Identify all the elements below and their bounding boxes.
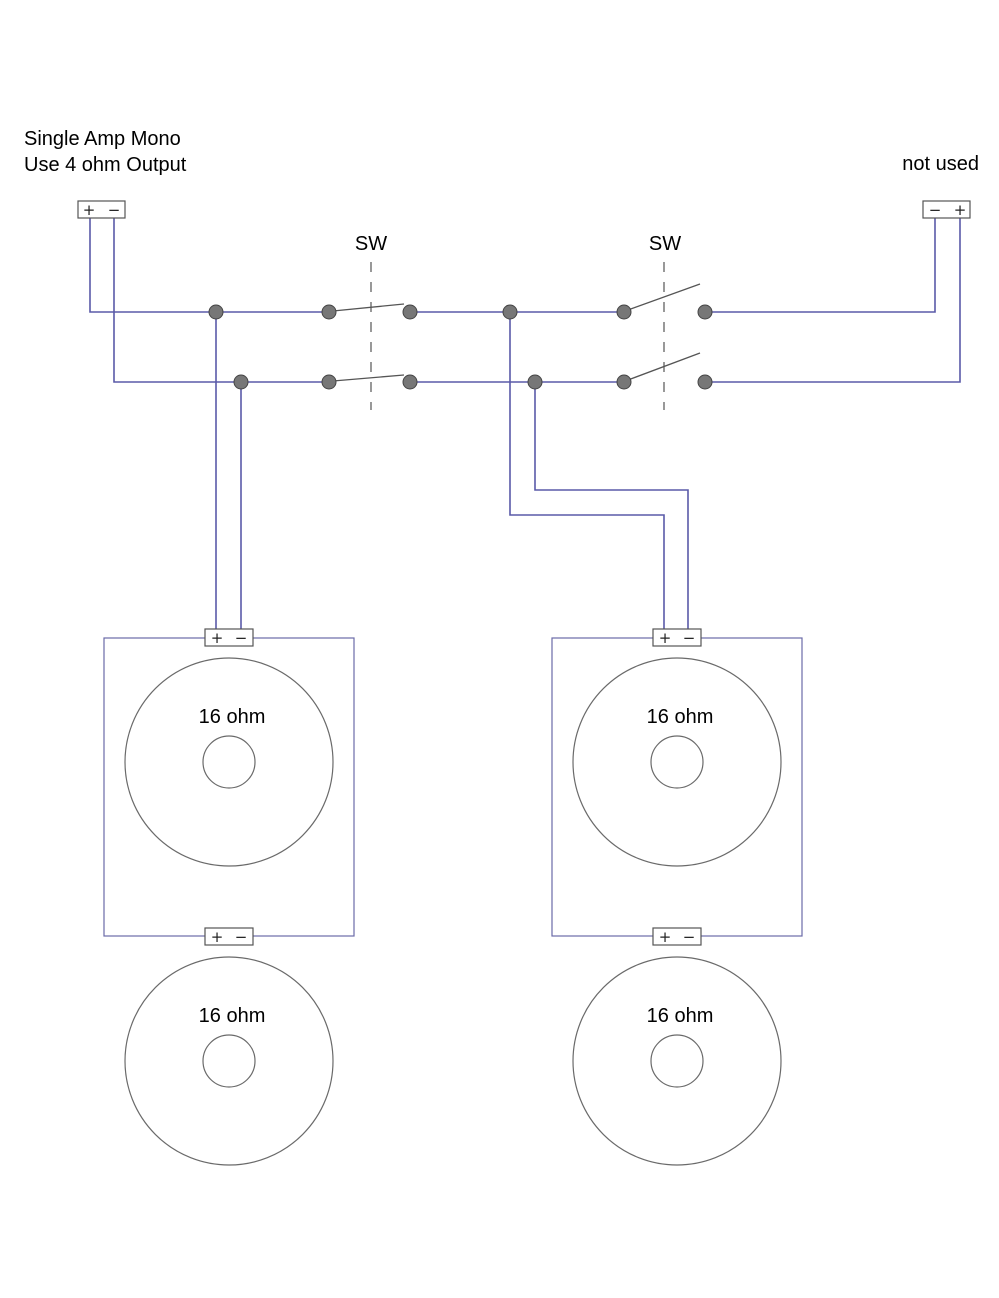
speaker-4-impedance: 16 ohm — [647, 1005, 714, 1027]
switch-1-blade-bottom — [332, 374, 405, 382]
unused-minus-symbol: − — [929, 201, 942, 219]
wires — [89, 218, 961, 630]
switch-contact-dot — [616, 374, 632, 390]
switch-contact-dot — [321, 304, 337, 320]
right-cab-plus-wire — [509, 312, 665, 630]
amp-label-line2: Use 4 ohm Output — [24, 154, 187, 176]
switch-contact-dot — [321, 374, 337, 390]
amp-plus-wire — [89, 218, 329, 313]
speaker-2-dustcap — [202, 1034, 256, 1088]
amp-label-line1: Single Amp Mono — [24, 128, 181, 150]
switch-1-label: SW — [355, 233, 387, 255]
left-cabinet-output-terminal — [204, 927, 254, 946]
switch-2 — [627, 262, 701, 410]
plus-symbol: + — [211, 629, 224, 647]
right-cabinet-input-terminal — [652, 628, 702, 647]
switch-contact-dot — [402, 374, 418, 390]
right-cabinet-output-terminal — [652, 927, 702, 946]
speaker-3-impedance: 16 ohm — [647, 706, 714, 728]
unused-minus-wire — [705, 218, 936, 313]
speaker-4-dustcap — [650, 1034, 704, 1088]
minus-symbol: − — [235, 928, 248, 946]
unused-output-label: not used — [902, 153, 979, 175]
right-cab-minus-wire — [534, 382, 689, 630]
amp-minus-wire — [113, 218, 329, 383]
plus-symbol: + — [211, 928, 224, 946]
switch-1 — [332, 262, 405, 410]
switch-2-label: SW — [649, 233, 681, 255]
unused-output-terminal: − + — [922, 200, 971, 219]
switch-contact-dot — [616, 304, 632, 320]
right-cabinet: + − 16 ohm + − 16 ohm — [551, 628, 803, 1166]
amp-plus-symbol: + — [83, 201, 96, 219]
switch-2-blade-bottom — [627, 352, 701, 381]
amp-output-terminal: + − — [77, 200, 126, 219]
speaker-2-impedance: 16 ohm — [199, 1005, 266, 1027]
unused-plus-symbol: + — [954, 201, 967, 219]
junction-dot — [208, 304, 224, 320]
speaker-1-impedance: 16 ohm — [199, 706, 266, 728]
plus-symbol: + — [659, 928, 672, 946]
junction-dot — [527, 374, 543, 390]
minus-symbol: − — [683, 629, 696, 647]
speaker-3-dustcap — [650, 735, 704, 789]
speaker-1-dustcap — [202, 735, 256, 789]
unused-plus-wire — [705, 218, 961, 383]
junction-dot — [502, 304, 518, 320]
junction-dot — [233, 374, 249, 390]
switch-contact-dot — [697, 304, 713, 320]
contact-dots — [208, 304, 713, 390]
amp-minus-symbol: − — [108, 201, 121, 219]
switch-contact-dot — [402, 304, 418, 320]
left-cabinet: + − 16 ohm + − 16 ohm — [103, 628, 355, 1166]
plus-symbol: + — [659, 629, 672, 647]
minus-symbol: − — [235, 629, 248, 647]
minus-symbol: − — [683, 928, 696, 946]
switch-2-blade-top — [627, 283, 701, 311]
switch-contact-dot — [697, 374, 713, 390]
left-cabinet-input-terminal — [204, 628, 254, 647]
switch-1-blade-top — [332, 303, 405, 312]
